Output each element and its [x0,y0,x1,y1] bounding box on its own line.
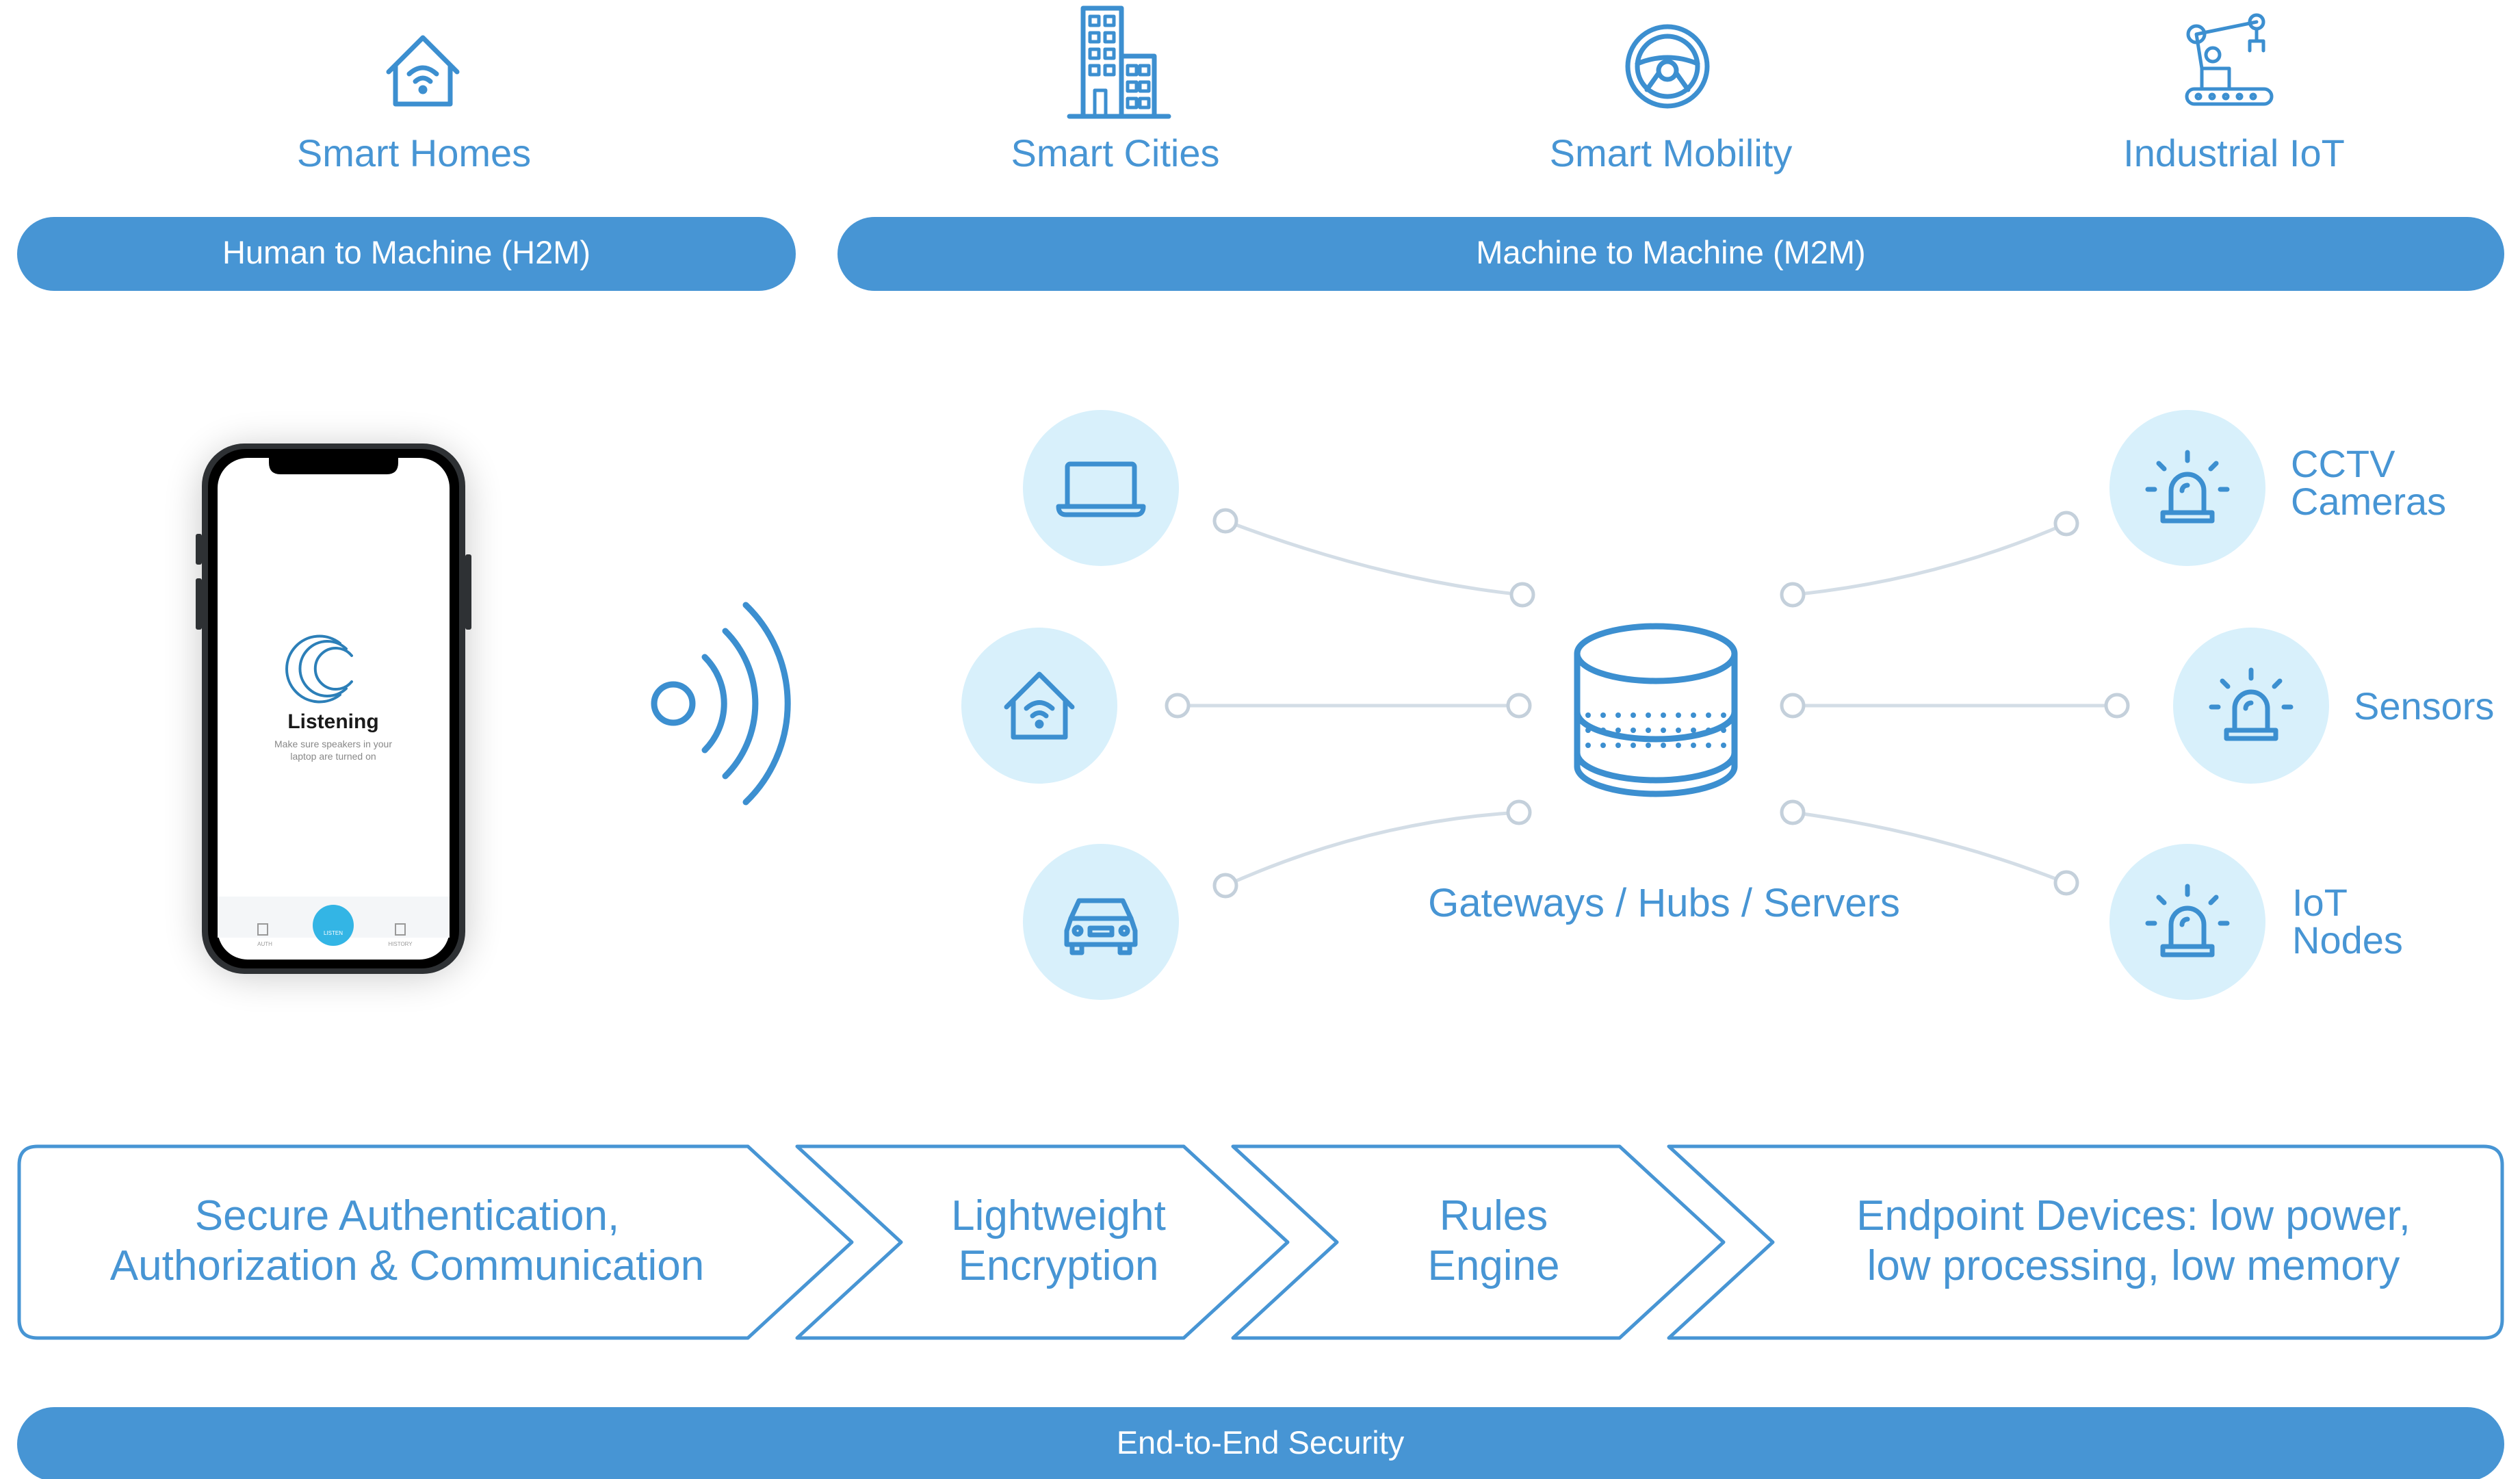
step-line2: Authorization & Communication [110,1242,704,1289]
database-icon [1574,623,1738,797]
category-label: Industrial IoT [2123,131,2345,175]
step-line2: Encryption [959,1242,1159,1289]
phone-hint-line2: laptop are turned on [290,751,376,762]
step-line1: Endpoint Devices: low power, [1856,1192,2411,1239]
process-step-encryption: Lightweight Encryption [795,1144,1290,1340]
cctv-label-line1: CCTV [2291,442,2395,485]
alarm-light-icon [2209,667,2294,741]
sensors-label: Sensors [2354,684,2494,728]
connectors [1165,508,2130,899]
m2m-bar: Machine to Machine (M2M) [837,217,2504,291]
smartphone: Listening Make sure speakers in your lap… [196,443,471,975]
process-step-endpoint-devices: Endpoint Devices: low power, low process… [1667,1144,2504,1340]
device-iot-nodes: IoT Nodes [2109,844,2403,1000]
category-smart-homes: Smart Homes [297,35,531,175]
category-label: Smart Cities [1011,131,1220,175]
phone-nav-history: HISTORY [388,941,413,947]
process-step-rules-engine: Rules Engine [1231,1144,1726,1340]
device-car [1023,844,1179,1000]
gateway-hub: Gateways / Hubs / Servers [1428,623,1900,925]
device-cctv-cameras: CCTV Cameras [2109,410,2446,566]
steering-wheel-icon [1625,24,1710,109]
h2m-bar: Human to Machine (H2M) [17,217,796,291]
security-label: End-to-End Security [1117,1424,1405,1461]
security-bar: End-to-End Security [17,1407,2504,1479]
hub-label: Gateways / Hubs / Servers [1428,881,1900,925]
step-line1: Rules [1440,1192,1548,1239]
step-line2: Engine [1427,1242,1559,1289]
home-wifi-icon [386,35,460,107]
device-home [961,628,1117,784]
iot-nodes-label-line2: Nodes [2292,918,2403,962]
phone-status: Listening [287,710,378,733]
listening-logo-icon [285,634,353,704]
step-line1: Secure Authentication, [195,1192,619,1239]
alarm-light-icon [2145,450,2230,524]
buildings-icon [1067,5,1171,119]
wireless-signal-icon [651,602,791,806]
car-icon [1064,898,1138,955]
step-line1: Lightweight [951,1192,1166,1239]
phone-hint-line1: Make sure speakers in your [274,738,392,749]
category-label: Smart Mobility [1550,131,1793,175]
phone-nav-auth: AUTH [257,941,272,947]
laptop-icon [1056,461,1146,517]
iot-nodes-label-line1: IoT [2292,881,2348,924]
category-industrial-iot: Industrial IoT [2123,13,2345,175]
m2m-label: Machine to Machine (M2M) [1476,234,1865,270]
category-smart-mobility: Smart Mobility [1550,24,1793,175]
cctv-label-line2: Cameras [2291,480,2446,523]
category-smart-cities: Smart Cities [1011,5,1220,175]
category-label: Smart Homes [297,131,531,175]
device-sensors: Sensors [2173,628,2494,784]
step-line2: low processing, low memory [1867,1242,2400,1289]
phone-listen-button[interactable] [313,905,354,946]
h2m-label: Human to Machine (H2M) [222,234,590,270]
phone-nav-listen: LISTEN [324,930,343,936]
home-wifi-icon [1004,671,1075,740]
robot-arm-icon [2185,13,2274,106]
alarm-light-icon [2145,884,2230,957]
process-step-auth: Secure Authentication, Authorization & C… [17,1144,854,1340]
device-laptop [1023,410,1179,566]
